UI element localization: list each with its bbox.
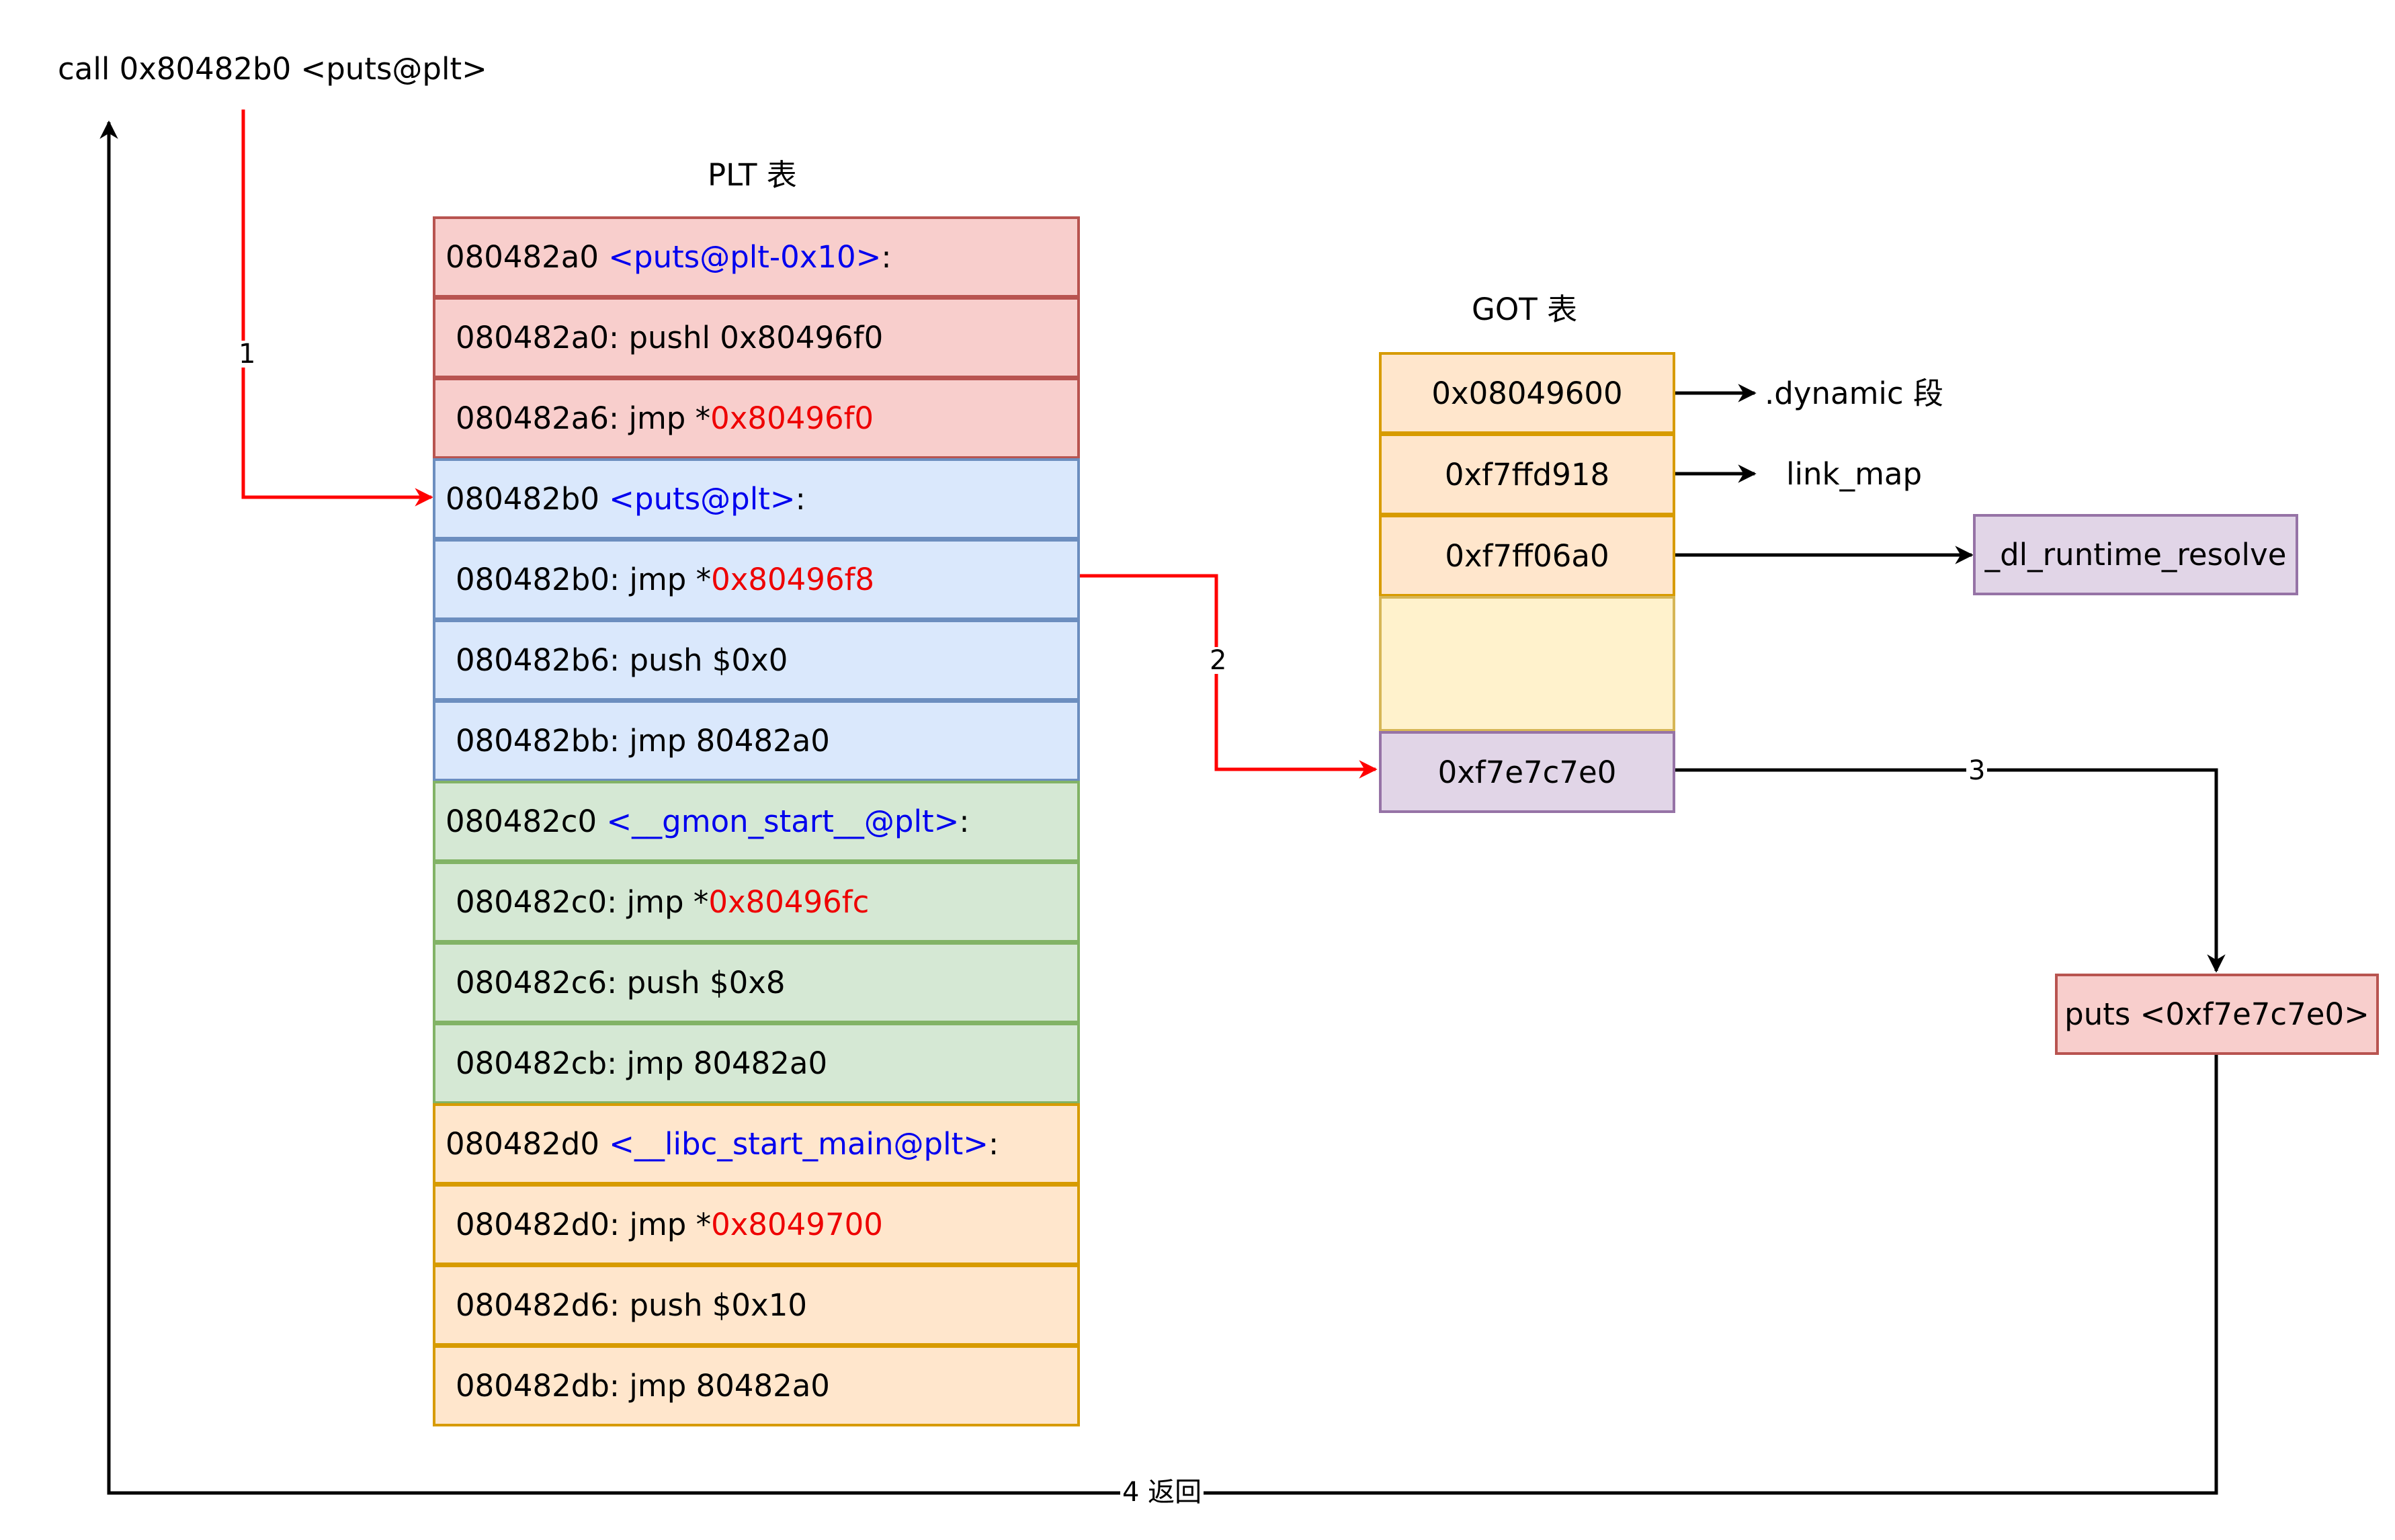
plt-entry-symbol: <__gmon_start__@plt>: [606, 804, 960, 839]
plt-instruction-row: 080482cb: jmp 80482a0: [433, 1023, 1080, 1104]
plt-instruction-text: 080482bb: jmp 80482a0: [456, 723, 830, 759]
plt-entry-address: 080482c0: [446, 804, 597, 839]
plt-entry-colon: :: [959, 804, 970, 839]
plt-instruction-row: 080482b6: push $0x0: [433, 619, 1080, 701]
got-entry-value: 0xf7e7c7e0: [1437, 754, 1617, 790]
plt-instruction-text: 080482db: jmp 80482a0: [456, 1368, 830, 1404]
got-entry-value: 0x08049600: [1431, 375, 1623, 411]
plt-instruction-text: 080482a0: pushl 0x80496f0: [456, 320, 884, 355]
plt-jump-target: 0x80496f8: [711, 562, 875, 597]
plt-instruction-row: 080482a0: pushl 0x80496f0: [433, 297, 1080, 378]
plt-instruction-text: 080482cb: jmp 80482a0: [456, 1045, 828, 1081]
call-instruction: call 0x80482b0 <puts@plt>: [58, 51, 487, 87]
got-entry-value: 0xf7ff06a0: [1445, 538, 1609, 574]
got-entry: 0xf7ffd918: [1379, 433, 1675, 515]
edge-label-1: 1: [237, 341, 258, 368]
edge-return: [99, 120, 2218, 1495]
plt-entry-header: 080482d0 <__libc_start_main@plt>:: [433, 1103, 1080, 1185]
edge-label-2: 2: [1208, 647, 1229, 674]
plt-entry-symbol: <puts@plt-0x10>: [608, 239, 882, 275]
plt-instruction-row: 080482b0: jmp *0x80496f8: [433, 539, 1080, 620]
plt-instruction-row: 080482db: jmp 80482a0: [433, 1345, 1080, 1426]
edge-label-4: 4 返回: [1120, 1479, 1204, 1506]
plt-instruction-row: 080482bb: jmp 80482a0: [433, 700, 1080, 781]
dl-runtime-resolve-box: _dl_runtime_resolve: [1973, 514, 2298, 595]
dynamic-section-label: .dynamic 段: [1765, 376, 1943, 411]
edge-got-to-puts: [1675, 768, 2226, 973]
plt-table: 080482a0 <puts@plt-0x10>: 080482a0: pushl…: [433, 216, 1080, 1426]
plt-instruction-text: 080482b0: jmp *: [456, 562, 712, 597]
plt-jump-target: 0x8049700: [711, 1207, 883, 1242]
plt-instruction-text: 080482c0: jmp *: [456, 884, 709, 920]
plt-instruction-row: 080482c6: push $0x8: [433, 942, 1080, 1023]
plt-instruction-text: 080482a6: jmp *: [456, 400, 711, 436]
plt-instruction-text: 080482d6: push $0x10: [456, 1287, 807, 1323]
plt-instruction-text: 080482d0: jmp *: [456, 1207, 712, 1242]
got-entry: 0xf7ff06a0: [1379, 515, 1675, 597]
plt-title: PLT 表: [708, 157, 797, 193]
link-map-label: link_map: [1786, 456, 1923, 492]
got-entry: 0xf7e7c7e0: [1379, 731, 1675, 813]
plt-instruction-text: 080482c6: push $0x8: [456, 965, 786, 1000]
plt-entry-colon: :: [795, 481, 806, 517]
plt-entry-colon: :: [881, 239, 892, 275]
plt-entry-header: 080482a0 <puts@plt-0x10>:: [433, 216, 1080, 298]
plt-instruction-row: 080482d6: push $0x10: [433, 1265, 1080, 1346]
got-title: GOT 表: [1472, 292, 1578, 327]
got-table: 0x08049600 0xf7ffd918 0xf7ff06a0 0xf7e7c7e0: [1379, 352, 1675, 813]
edge-call-to-plt: [241, 110, 433, 507]
got-entry-value: 0xf7ffd918: [1444, 456, 1610, 493]
edge-label-3: 3: [1966, 757, 1988, 784]
plt-jump-target: 0x80496fc: [708, 884, 870, 920]
plt-entry-symbol: <__libc_start_main@plt>: [609, 1126, 989, 1162]
plt-instruction-row: 080482a6: jmp *0x80496f0: [433, 378, 1080, 459]
plt-entry-colon: :: [988, 1126, 999, 1162]
got-entry: 0x08049600: [1379, 352, 1675, 434]
got-entry: [1379, 596, 1675, 732]
plt-instruction-row: 080482c0: jmp *0x80496fc: [433, 861, 1080, 943]
plt-entry-symbol: <puts@plt>: [609, 481, 796, 517]
plt-instruction-text: 080482b6: push $0x0: [456, 642, 788, 678]
plt-instruction-row: 080482d0: jmp *0x8049700: [433, 1184, 1080, 1265]
puts-function-box: puts <0xf7e7c7e0>: [2055, 974, 2379, 1055]
plt-entry-header: 080482c0 <__gmon_start__@plt>:: [433, 781, 1080, 862]
plt-entry-address: 080482b0: [446, 481, 599, 517]
plt-entry-address: 080482a0: [446, 239, 599, 275]
plt-entry-header: 080482b0 <puts@plt>:: [433, 458, 1080, 540]
plt-entry-address: 080482d0: [446, 1126, 599, 1162]
plt-jump-target: 0x80496f0: [710, 400, 874, 436]
